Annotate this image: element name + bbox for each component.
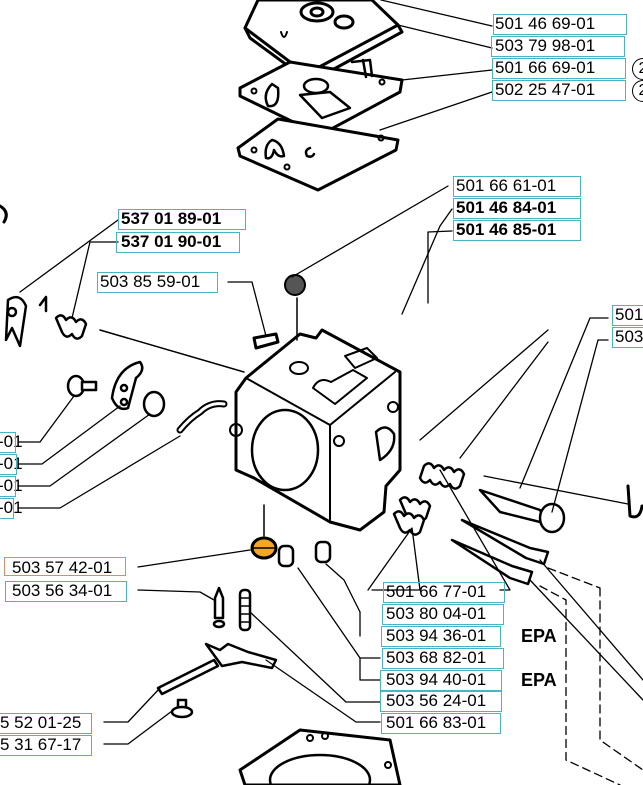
part-label[interactable]: 502 25 47-01 [492, 80, 626, 101]
part-label[interactable]: 501 46 85-01 [453, 220, 581, 241]
part-label[interactable]: 537 01 89-01 [118, 209, 246, 230]
part-label-selected[interactable]: 503 57 42-01 [4, 557, 126, 577]
part-label[interactable]: 5 52 01-25 [0, 713, 92, 734]
part-label[interactable]: 537 01 90-01 [116, 232, 240, 253]
screen-part [284, 274, 306, 296]
shaft-lever-part [110, 360, 144, 411]
part-label[interactable]: 503 94 40-01 [380, 670, 502, 691]
high-spring-part [392, 496, 432, 536]
needle-l-part [460, 518, 550, 566]
part-label[interactable]: 501 66 69-01 [492, 58, 626, 79]
part-label[interactable]: 5 31 67-17 [0, 735, 92, 756]
lever-shaft-part [156, 658, 220, 696]
lever-spring-part [38, 295, 88, 340]
lever-part [4, 295, 28, 348]
metering-gasket-part [238, 728, 402, 785]
epa-tag: EPA [521, 626, 557, 646]
lever-screw-part [170, 698, 194, 719]
part-label[interactable]: -01 [0, 432, 23, 453]
part-label[interactable]: 503 68 82-01 [382, 648, 504, 669]
needle-h-part [450, 538, 534, 586]
inlet-needle-part [212, 586, 226, 629]
part-label[interactable]: 503 94 36-01 [381, 626, 501, 647]
selected-plug-part[interactable] [250, 536, 278, 560]
part-label[interactable]: 503 80 04-01 [382, 604, 504, 625]
epa-tag: EPA [521, 670, 557, 690]
part-label[interactable]: 501 46 69-01 [493, 14, 627, 35]
idle-screw-part [478, 488, 566, 534]
part-label[interactable]: 503 79 98-01 [491, 36, 625, 57]
part-label[interactable]: -01 [0, 454, 23, 475]
screw-part [66, 374, 98, 398]
plug-part-2 [314, 540, 332, 564]
part-label[interactable]: 501 46 84-01 [453, 198, 581, 219]
part-label[interactable]: -01 [0, 498, 23, 519]
part-label[interactable]: 503 56 34-01 [5, 581, 127, 602]
part-label[interactable]: 501 66 61-01 [453, 176, 581, 197]
part-label[interactable]: 501 66 77-01 [383, 582, 505, 603]
part-label[interactable]: 503 56 24-01 [380, 691, 502, 712]
metering-spring-part [238, 588, 252, 632]
bushing-part [142, 390, 166, 418]
metering-lever-part [204, 642, 278, 670]
part-label[interactable]: 503 [612, 327, 643, 348]
part-label[interactable]: -01 [0, 476, 23, 497]
part-label[interactable]: 501 [612, 305, 643, 326]
idle-spring-part [418, 462, 466, 490]
part-label[interactable]: 503 85 59-01 [97, 272, 218, 293]
pump-diaphragm-part[interactable] [236, 117, 400, 192]
carburetor-body-part[interactable] [229, 328, 402, 532]
plug-part-1 [277, 544, 295, 568]
part-label[interactable]: 501 66 83-01 [381, 713, 501, 734]
pump-gasket-part[interactable] [238, 58, 404, 137]
